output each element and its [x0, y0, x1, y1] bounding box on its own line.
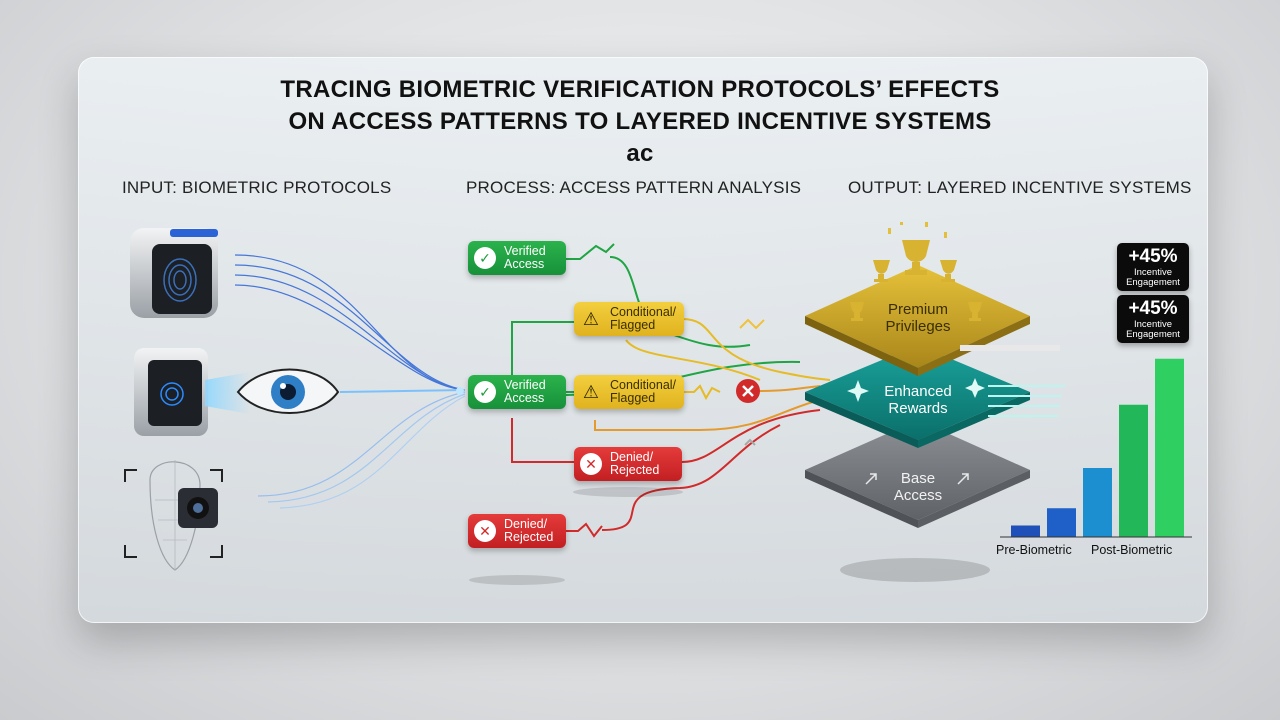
sparkle-icon	[847, 378, 985, 402]
bar-1	[1011, 525, 1040, 537]
axis-label-post: Post-Biometric	[1091, 543, 1173, 557]
confetti	[888, 222, 947, 238]
title-line-2: ON ACCESS PATTERNS TO LAYERED INCENTIVE …	[288, 108, 992, 135]
engagement-bar-chart	[1011, 358, 1184, 537]
kpi-value: +45%	[1128, 298, 1178, 319]
badge-denied-rejected-mid: ✕ Denied/ Rejected	[574, 447, 682, 481]
kpi-label: Incentive Engagement	[1126, 267, 1180, 288]
badge-shadows	[469, 487, 683, 585]
arrow-up-icon	[865, 473, 969, 485]
check-icon: ✓	[474, 381, 496, 403]
badge-denied-rejected-bottom: ✕ Denied/ Rejected	[468, 514, 566, 548]
tier-label-premium: Premium Privileges	[885, 301, 951, 335]
warning-icon: ⚠	[582, 381, 600, 402]
kpi-box-2: +45% Incentive Engagement	[1117, 295, 1189, 343]
warning-icon: ⚠	[582, 308, 600, 329]
column-heading-output: OUTPUT: LAYERED INCENTIVE SYSTEMS	[848, 178, 1192, 197]
badge-verified-access-mid: ✓ Verified Access	[468, 375, 566, 409]
enhanced-rewards-tier	[805, 345, 1065, 448]
denied-paths	[511, 409, 821, 538]
x-icon: ✕	[474, 520, 496, 542]
check-icon: ✓	[474, 247, 496, 269]
bar-5	[1155, 358, 1184, 537]
column-heading-process: PROCESS: ACCESS PATTERN ANALYSIS	[466, 178, 802, 197]
fingerprint-scanner-icon	[130, 228, 218, 318]
bar-3	[1083, 468, 1112, 537]
junction-glow	[456, 387, 464, 395]
x-icon: ✕	[580, 453, 602, 475]
kpi-box-1: +45% Incentive Engagement	[1117, 243, 1189, 291]
iris-scanner-icon	[134, 348, 340, 436]
face-recognition-icon	[124, 460, 223, 571]
red-x-marker	[736, 379, 760, 403]
badge-conditional-flagged-top: ⚠ Conditional/ Flagged	[574, 302, 684, 336]
title-line-1: TRACING BIOMETRIC VERIFICATION PROTOCOLS…	[280, 76, 1000, 103]
bar-2	[1047, 508, 1076, 537]
base-access-tier	[805, 420, 1030, 528]
trophy-icon	[850, 240, 982, 321]
input-streams	[234, 254, 466, 509]
kpi-value: +45%	[1128, 246, 1178, 267]
tier-label-base: Base Access	[893, 470, 943, 504]
tier-label-enhanced: Enhanced Rewards	[884, 383, 952, 417]
kpi-label: Incentive Engagement	[1126, 319, 1180, 340]
axis-label-pre: Pre-Biometric	[996, 543, 1072, 557]
badge-conditional-flagged-mid: ⚠ Conditional/ Flagged	[574, 375, 684, 409]
column-heading-input: INPUT: BIOMETRIC PROTOCOLS	[122, 178, 392, 197]
premium-privileges-tier	[805, 265, 1060, 376]
bar-4	[1119, 404, 1148, 537]
title-line-3: ac	[626, 140, 654, 167]
conditional-paths	[594, 318, 831, 431]
badge-verified-access-top: ✓ Verified Access	[468, 241, 566, 275]
